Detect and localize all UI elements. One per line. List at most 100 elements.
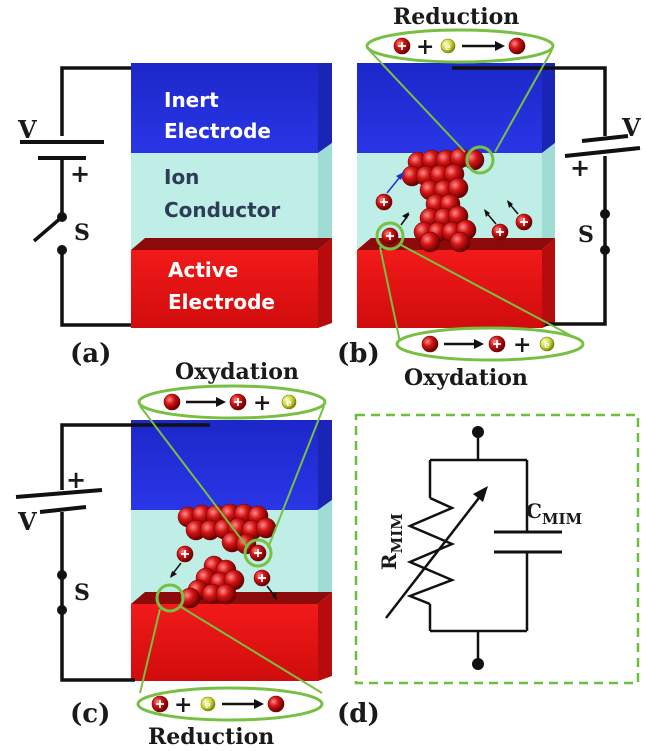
panel-a-tag: (a)	[70, 339, 111, 369]
process-label-top: Reduction	[393, 4, 519, 30]
polarity-plus: +	[66, 465, 86, 494]
ion-label-2: Conductor	[164, 198, 280, 222]
cation	[375, 193, 393, 211]
resistor-zigzag	[406, 496, 456, 606]
zoom-circle	[465, 145, 495, 175]
active-electrode-top	[131, 238, 332, 250]
cation	[381, 227, 399, 245]
polarity-plus: +	[70, 159, 90, 188]
electron-symbol: e	[445, 43, 451, 53]
active-electrode-side	[318, 592, 332, 681]
zoom-line	[180, 606, 323, 694]
inert-label-1: Inert	[164, 88, 219, 112]
circuit-wire-bottom	[60, 610, 135, 682]
inert-electrode	[357, 63, 542, 153]
zoom-circle	[243, 538, 273, 568]
cation	[491, 223, 509, 241]
zoom-circle	[375, 221, 405, 251]
zoom-line	[494, 49, 553, 153]
electron-symbol: e	[286, 399, 292, 409]
active-electrode	[357, 250, 542, 328]
battery-long-plate	[15, 488, 103, 499]
inert-electrode-side	[542, 63, 555, 153]
panel-d: RMIM CMIM (d)	[337, 413, 640, 729]
active-electrode-side	[318, 238, 332, 328]
cation	[253, 569, 271, 587]
circuit-wire-bottom	[60, 250, 135, 327]
zoom-line	[368, 49, 466, 153]
panel-b-tag: (b)	[337, 339, 380, 369]
process-label-bottom: Oxydation	[404, 365, 528, 391]
ion-conductor	[131, 153, 318, 250]
inert-label-2: Electrode	[164, 119, 271, 143]
drift-arrowhead	[272, 592, 277, 600]
atom	[508, 37, 526, 55]
reaction-arrowhead	[216, 397, 226, 407]
ion-conductor-side	[318, 500, 332, 604]
plus-operator: +	[174, 692, 192, 718]
panel-b: V + S Reduction + e + e Oxydation (b)	[337, 4, 641, 391]
circuit-wire-top	[452, 66, 607, 136]
atom	[163, 393, 181, 411]
ion-conductor-side	[318, 143, 332, 250]
zoom-line	[379, 246, 401, 343]
switch-label: S	[74, 220, 90, 246]
active-label-1: Active	[168, 258, 238, 282]
variable-arrowhead	[473, 486, 488, 502]
atom	[421, 335, 439, 353]
electron-symbol: e	[544, 341, 550, 351]
zoom-line	[267, 405, 325, 549]
zoom-line	[139, 405, 249, 549]
battery-short-plate	[39, 505, 87, 514]
variable-arrow	[385, 493, 483, 619]
process-label-top: Oxydation	[175, 359, 299, 385]
circuit-wire-top	[60, 66, 160, 136]
voltage-label: V	[17, 507, 37, 536]
active-electrode-side	[542, 238, 555, 328]
circuit-wire-top	[60, 423, 210, 490]
resistor-label: RMIM	[377, 513, 406, 570]
voltage-label: V	[621, 113, 641, 142]
atom	[267, 695, 285, 713]
device-block: Inert Electrode Ion Conductor Active Ele…	[131, 63, 332, 328]
battery-short-plate	[581, 134, 629, 143]
zoom-circle	[155, 583, 185, 613]
cation	[176, 545, 194, 563]
battery-long-plate	[564, 146, 641, 158]
plus-operator: +	[513, 332, 531, 358]
zoom-line	[139, 608, 161, 694]
panel-c-tag: (c)	[70, 699, 110, 729]
cation	[151, 695, 169, 713]
cation	[229, 393, 247, 411]
inert-electrode-side	[318, 63, 332, 153]
drift-arrowhead	[484, 209, 490, 217]
cation	[515, 213, 533, 231]
inert-electrode-side	[318, 420, 332, 510]
voltage-label: V	[17, 115, 37, 144]
drift-arrowhead	[402, 212, 409, 219]
reaction-arrowhead	[474, 339, 484, 349]
zoom-line	[400, 244, 584, 343]
dashed-frame	[354, 413, 640, 685]
drift-arrowhead	[396, 172, 404, 180]
cation	[249, 544, 267, 562]
capacitor-label: CMIM	[526, 499, 582, 528]
ion-conductor-side	[542, 143, 555, 250]
circuit-wire-bottom	[545, 250, 607, 326]
switch-label: S	[578, 222, 594, 248]
drift-arrowhead	[507, 200, 513, 208]
switch-lever[interactable]	[32, 215, 64, 243]
cation	[488, 335, 506, 353]
drift-arrowhead	[170, 571, 177, 578]
active-electrode	[131, 250, 318, 328]
process-label-bottom: Reduction	[148, 724, 274, 750]
reaction-ellipse-top	[365, 28, 555, 64]
switch-label: S	[74, 580, 90, 606]
cation	[393, 37, 411, 55]
ion-label-1: Ion	[164, 165, 199, 189]
plus-operator: +	[253, 390, 271, 416]
panel-d-tag: (d)	[337, 699, 380, 729]
active-electrode	[131, 604, 318, 681]
svg-text:RMIM: RMIM	[377, 513, 406, 570]
